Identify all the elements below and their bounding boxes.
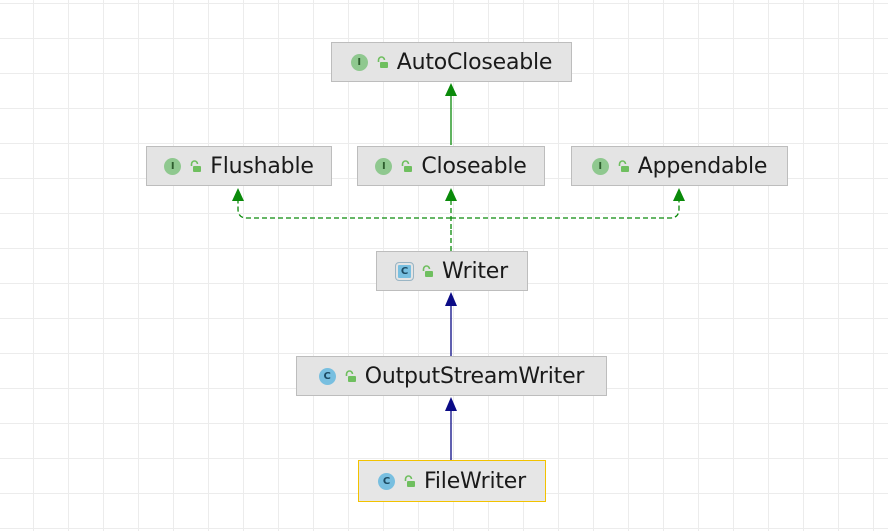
- unlock-icon: [618, 159, 629, 172]
- interface-badge-icon: I: [375, 157, 393, 175]
- unlock-icon: [190, 159, 202, 172]
- unlock-icon: [422, 264, 434, 277]
- node-label: AutoCloseable: [396, 49, 553, 75]
- arrowhead-appendable: [673, 188, 685, 201]
- node-label: Writer: [442, 258, 508, 284]
- arrowhead-autocloseable: [445, 83, 457, 96]
- node-autocloseable[interactable]: I AutoCloseable: [331, 42, 572, 82]
- node-flushable[interactable]: I Flushable: [146, 146, 332, 186]
- edge-writer-flushable: [237, 199, 451, 219]
- unlock-icon: [402, 159, 413, 172]
- class-badge-icon: C: [378, 472, 396, 490]
- edge-writer-implements: [237, 199, 680, 251]
- node-filewriter[interactable]: C FileWriter: [358, 460, 546, 502]
- arrowhead-writer: [445, 292, 457, 306]
- abstract-class-badge-icon: C: [395, 261, 415, 281]
- node-label: FileWriter: [424, 468, 526, 494]
- arrowhead-flushable: [232, 188, 244, 201]
- unlock-icon: [377, 55, 388, 68]
- node-outputstreamwriter[interactable]: C OutputStreamWriter: [296, 356, 607, 396]
- node-writer[interactable]: C Writer: [376, 251, 528, 291]
- interface-badge-icon: I: [350, 53, 368, 71]
- class-badge-icon: C: [318, 367, 336, 385]
- node-closeable[interactable]: I Closeable: [357, 146, 545, 186]
- interface-badge-icon: I: [164, 157, 182, 175]
- node-appendable[interactable]: I Appendable: [571, 146, 788, 186]
- node-label: Flushable: [210, 153, 314, 179]
- interface-badge-icon: I: [591, 157, 609, 175]
- unlock-icon: [345, 369, 356, 382]
- node-label: Closeable: [421, 153, 527, 179]
- unlock-icon: [404, 474, 416, 487]
- edge-writer-appendable: [451, 199, 680, 219]
- arrowhead-closeable: [445, 188, 457, 201]
- node-label: Appendable: [637, 153, 768, 179]
- node-label: OutputStreamWriter: [364, 363, 585, 389]
- arrowhead-outputstreamwriter: [445, 397, 457, 411]
